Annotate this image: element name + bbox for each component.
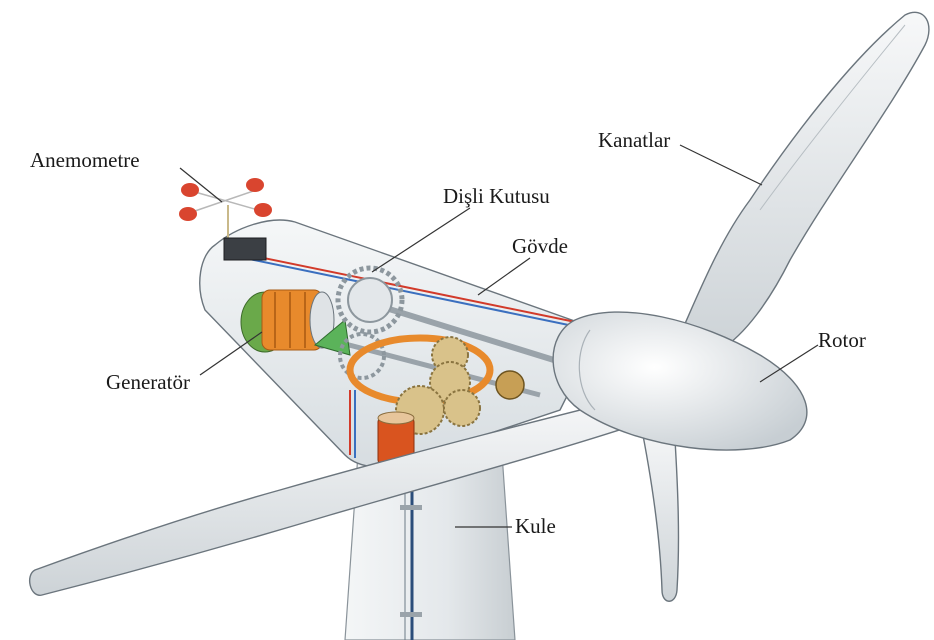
label-kule: Kule bbox=[515, 516, 556, 537]
leader-kanatlar bbox=[680, 145, 762, 185]
lower-blade bbox=[640, 420, 678, 601]
label-generator: Generatör bbox=[106, 372, 190, 393]
anemometer bbox=[179, 178, 272, 260]
label-kanatlar: Kanatlar bbox=[598, 130, 670, 151]
upper-blade bbox=[680, 12, 929, 350]
label-anemometre: Anemometre bbox=[30, 150, 140, 171]
leader-disli-kutusu bbox=[372, 208, 470, 272]
label-rotor: Rotor bbox=[818, 330, 866, 351]
label-govde: Gövde bbox=[512, 236, 568, 257]
leader-govde bbox=[478, 258, 530, 295]
label-disli-kutusu: Dişli Kutusu bbox=[443, 186, 550, 207]
